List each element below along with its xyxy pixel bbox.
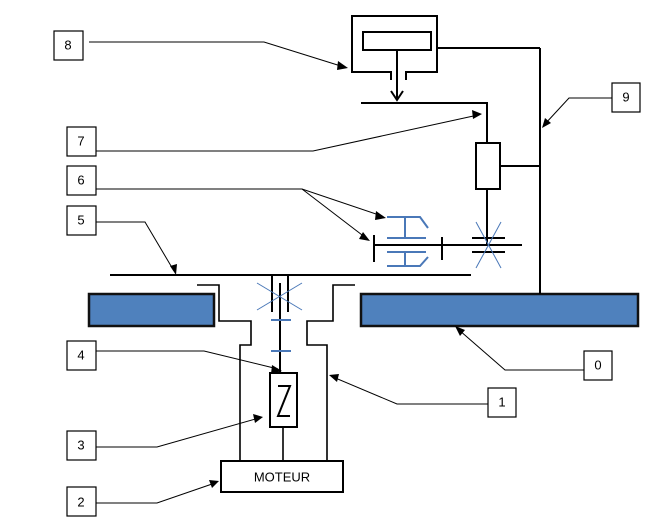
motor-label: MOTEUR — [254, 470, 310, 485]
slider-rod — [361, 102, 488, 143]
actuator-arrowhead — [390, 90, 404, 102]
actuator-housing — [351, 15, 438, 80]
left-base-plate — [87, 292, 216, 328]
actuator-piston — [362, 31, 432, 51]
callout-2: 2 — [66, 480, 219, 517]
callout-8: 8 — [53, 30, 348, 70]
right-base-plate — [359, 292, 640, 328]
slider-block — [475, 142, 501, 190]
callout-7: 7 — [66, 110, 482, 157]
callout-0: 0 — [455, 326, 613, 381]
housing-left-wall — [197, 284, 252, 461]
svg-text:2: 2 — [77, 495, 84, 510]
svg-text:0: 0 — [594, 358, 601, 373]
right-pivot-cross-b — [475, 221, 502, 269]
svg-text:1: 1 — [498, 395, 505, 410]
housing-right-wall — [306, 284, 355, 461]
svg-text:5: 5 — [77, 213, 84, 228]
coupling-spring — [276, 385, 292, 417]
callout-6: 6 — [66, 165, 386, 241]
svg-text:9: 9 — [622, 90, 629, 105]
callout-1: 1 — [329, 374, 517, 418]
pulley-symbol — [387, 216, 429, 267]
svg-text:8: 8 — [64, 38, 71, 53]
callout-4: 4 — [66, 340, 282, 374]
motor — [220, 460, 344, 493]
callout-3: 3 — [66, 414, 263, 461]
svg-text:6: 6 — [77, 173, 84, 188]
svg-text:4: 4 — [77, 348, 84, 363]
callout-9: 9 — [542, 82, 641, 128]
pivot-cross-b — [256, 282, 303, 311]
svg-text:3: 3 — [77, 438, 84, 453]
callout-5: 5 — [66, 205, 177, 275]
svg-text:7: 7 — [77, 134, 84, 149]
